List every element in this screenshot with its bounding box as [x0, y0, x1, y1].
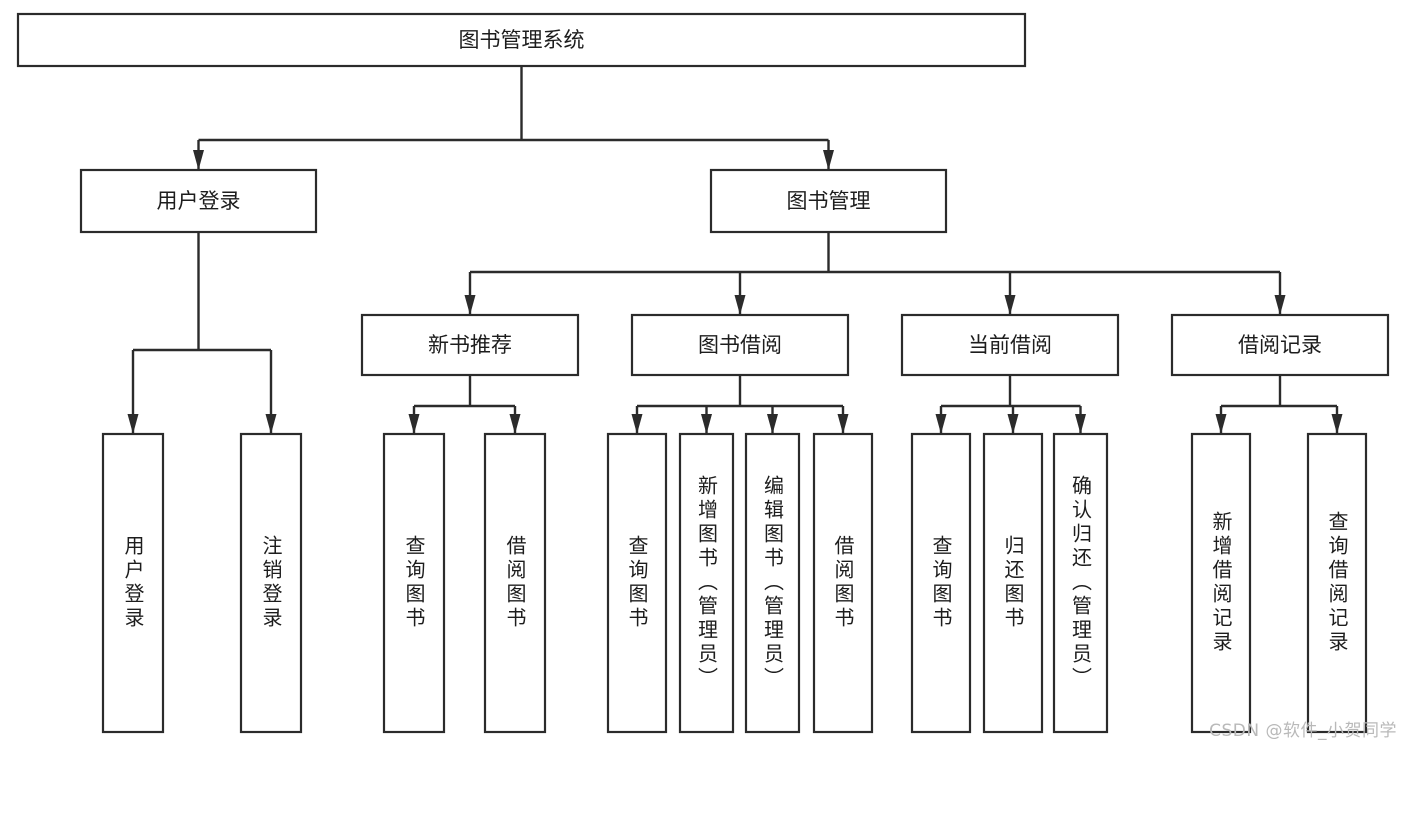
- node-leaf-borrow-book-recommend[interactable]: [483, 432, 547, 734]
- node-label: 当前借阅: [968, 333, 1052, 357]
- node-leaf-borrow-book[interactable]: [812, 432, 874, 734]
- node-box: [744, 432, 801, 734]
- node-label: 图书管理: [787, 189, 871, 213]
- node-box: [1306, 432, 1368, 734]
- node-box: [101, 432, 165, 734]
- node-root[interactable]: 图书管理系统: [16, 12, 1027, 68]
- node-label: 借阅记录: [1238, 333, 1322, 357]
- node-leaf-logout-login[interactable]: [239, 432, 303, 734]
- node-book-borrow[interactable]: 图书借阅: [630, 313, 850, 377]
- node-box: [606, 432, 668, 734]
- node-borrow-record[interactable]: 借阅记录: [1170, 313, 1390, 377]
- node-box: [910, 432, 972, 734]
- node-box: [1052, 432, 1109, 734]
- node-box: [239, 432, 303, 734]
- node-leaf-add-book-admin[interactable]: [678, 432, 735, 734]
- node-box: [678, 432, 735, 734]
- node-leaf-edit-book-admin[interactable]: [744, 432, 801, 734]
- node-leaf-query-borrow-record[interactable]: [1306, 432, 1368, 734]
- node-user-login[interactable]: 用户登录: [79, 168, 318, 234]
- node-leaf-confirm-return-admin[interactable]: [1052, 432, 1109, 734]
- node-label: 用户登录: [157, 189, 241, 213]
- node-book-management[interactable]: 图书管理: [709, 168, 948, 234]
- watermark-text: CSDN @软件_小贺同学: [1209, 721, 1397, 741]
- node-box: [812, 432, 874, 734]
- node-leaf-query-book-borrow[interactable]: [606, 432, 668, 734]
- node-leaf-add-borrow-record[interactable]: [1190, 432, 1252, 734]
- node-box: [16, 12, 1027, 68]
- node-new-book-recommend[interactable]: 新书推荐: [360, 313, 580, 377]
- node-box: [900, 313, 1120, 377]
- node-box: [79, 168, 318, 234]
- connectors-layer: [127, 66, 1343, 434]
- node-box: [709, 168, 948, 234]
- diagram-canvas: 图书管理系统用户登录图书管理新书推荐图书借阅当前借阅借阅记录 用户登录注销登录查…: [16, 12, 1397, 741]
- node-leaf-user-login[interactable]: [101, 432, 165, 734]
- node-box: [483, 432, 547, 734]
- node-leaf-return-book[interactable]: [982, 432, 1044, 734]
- node-box: [382, 432, 446, 734]
- node-box: [1170, 313, 1390, 377]
- node-box: [360, 313, 580, 377]
- node-box: [1190, 432, 1252, 734]
- node-label: 图书管理系统: [459, 28, 585, 52]
- node-label: 图书借阅: [698, 333, 782, 357]
- node-box: [630, 313, 850, 377]
- node-current-borrow[interactable]: 当前借阅: [900, 313, 1120, 377]
- node-box: [982, 432, 1044, 734]
- node-label: 新书推荐: [428, 333, 512, 357]
- node-leaf-query-book-recommend[interactable]: [382, 432, 446, 734]
- node-leaf-query-book-current[interactable]: [910, 432, 972, 734]
